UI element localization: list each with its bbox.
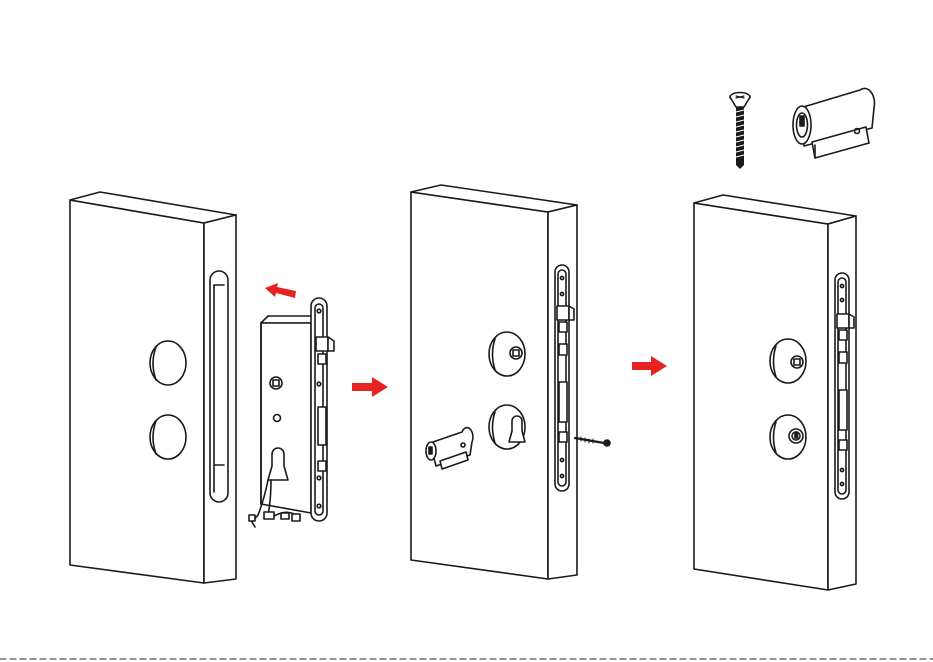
door-2-cylinder-hole <box>489 405 525 449</box>
door-3 <box>694 195 856 590</box>
door-1-handle-hole <box>150 341 186 385</box>
door-1-mortise-pocket <box>210 271 228 502</box>
door-3-front <box>694 203 828 590</box>
door-2-front <box>411 192 548 579</box>
door-2 <box>411 185 577 579</box>
door-1-front <box>70 200 204 583</box>
screw-icon <box>575 437 610 446</box>
screw-icon <box>730 93 750 170</box>
faceplate-latch <box>316 337 328 351</box>
cylinder-icon <box>793 88 874 158</box>
door-1-cylinder-hole <box>150 415 186 459</box>
door-1 <box>70 192 236 583</box>
faceplate <box>311 298 334 521</box>
red-arrow-icon <box>265 283 296 298</box>
red-arrow-icon <box>352 377 388 397</box>
door-3-cylinder-hole <box>770 415 806 459</box>
door-3-handle-hole <box>770 339 806 383</box>
red-arrow-icon <box>632 356 667 376</box>
door-2-handle-hole <box>489 332 525 376</box>
mortise-lock-body <box>249 316 318 527</box>
